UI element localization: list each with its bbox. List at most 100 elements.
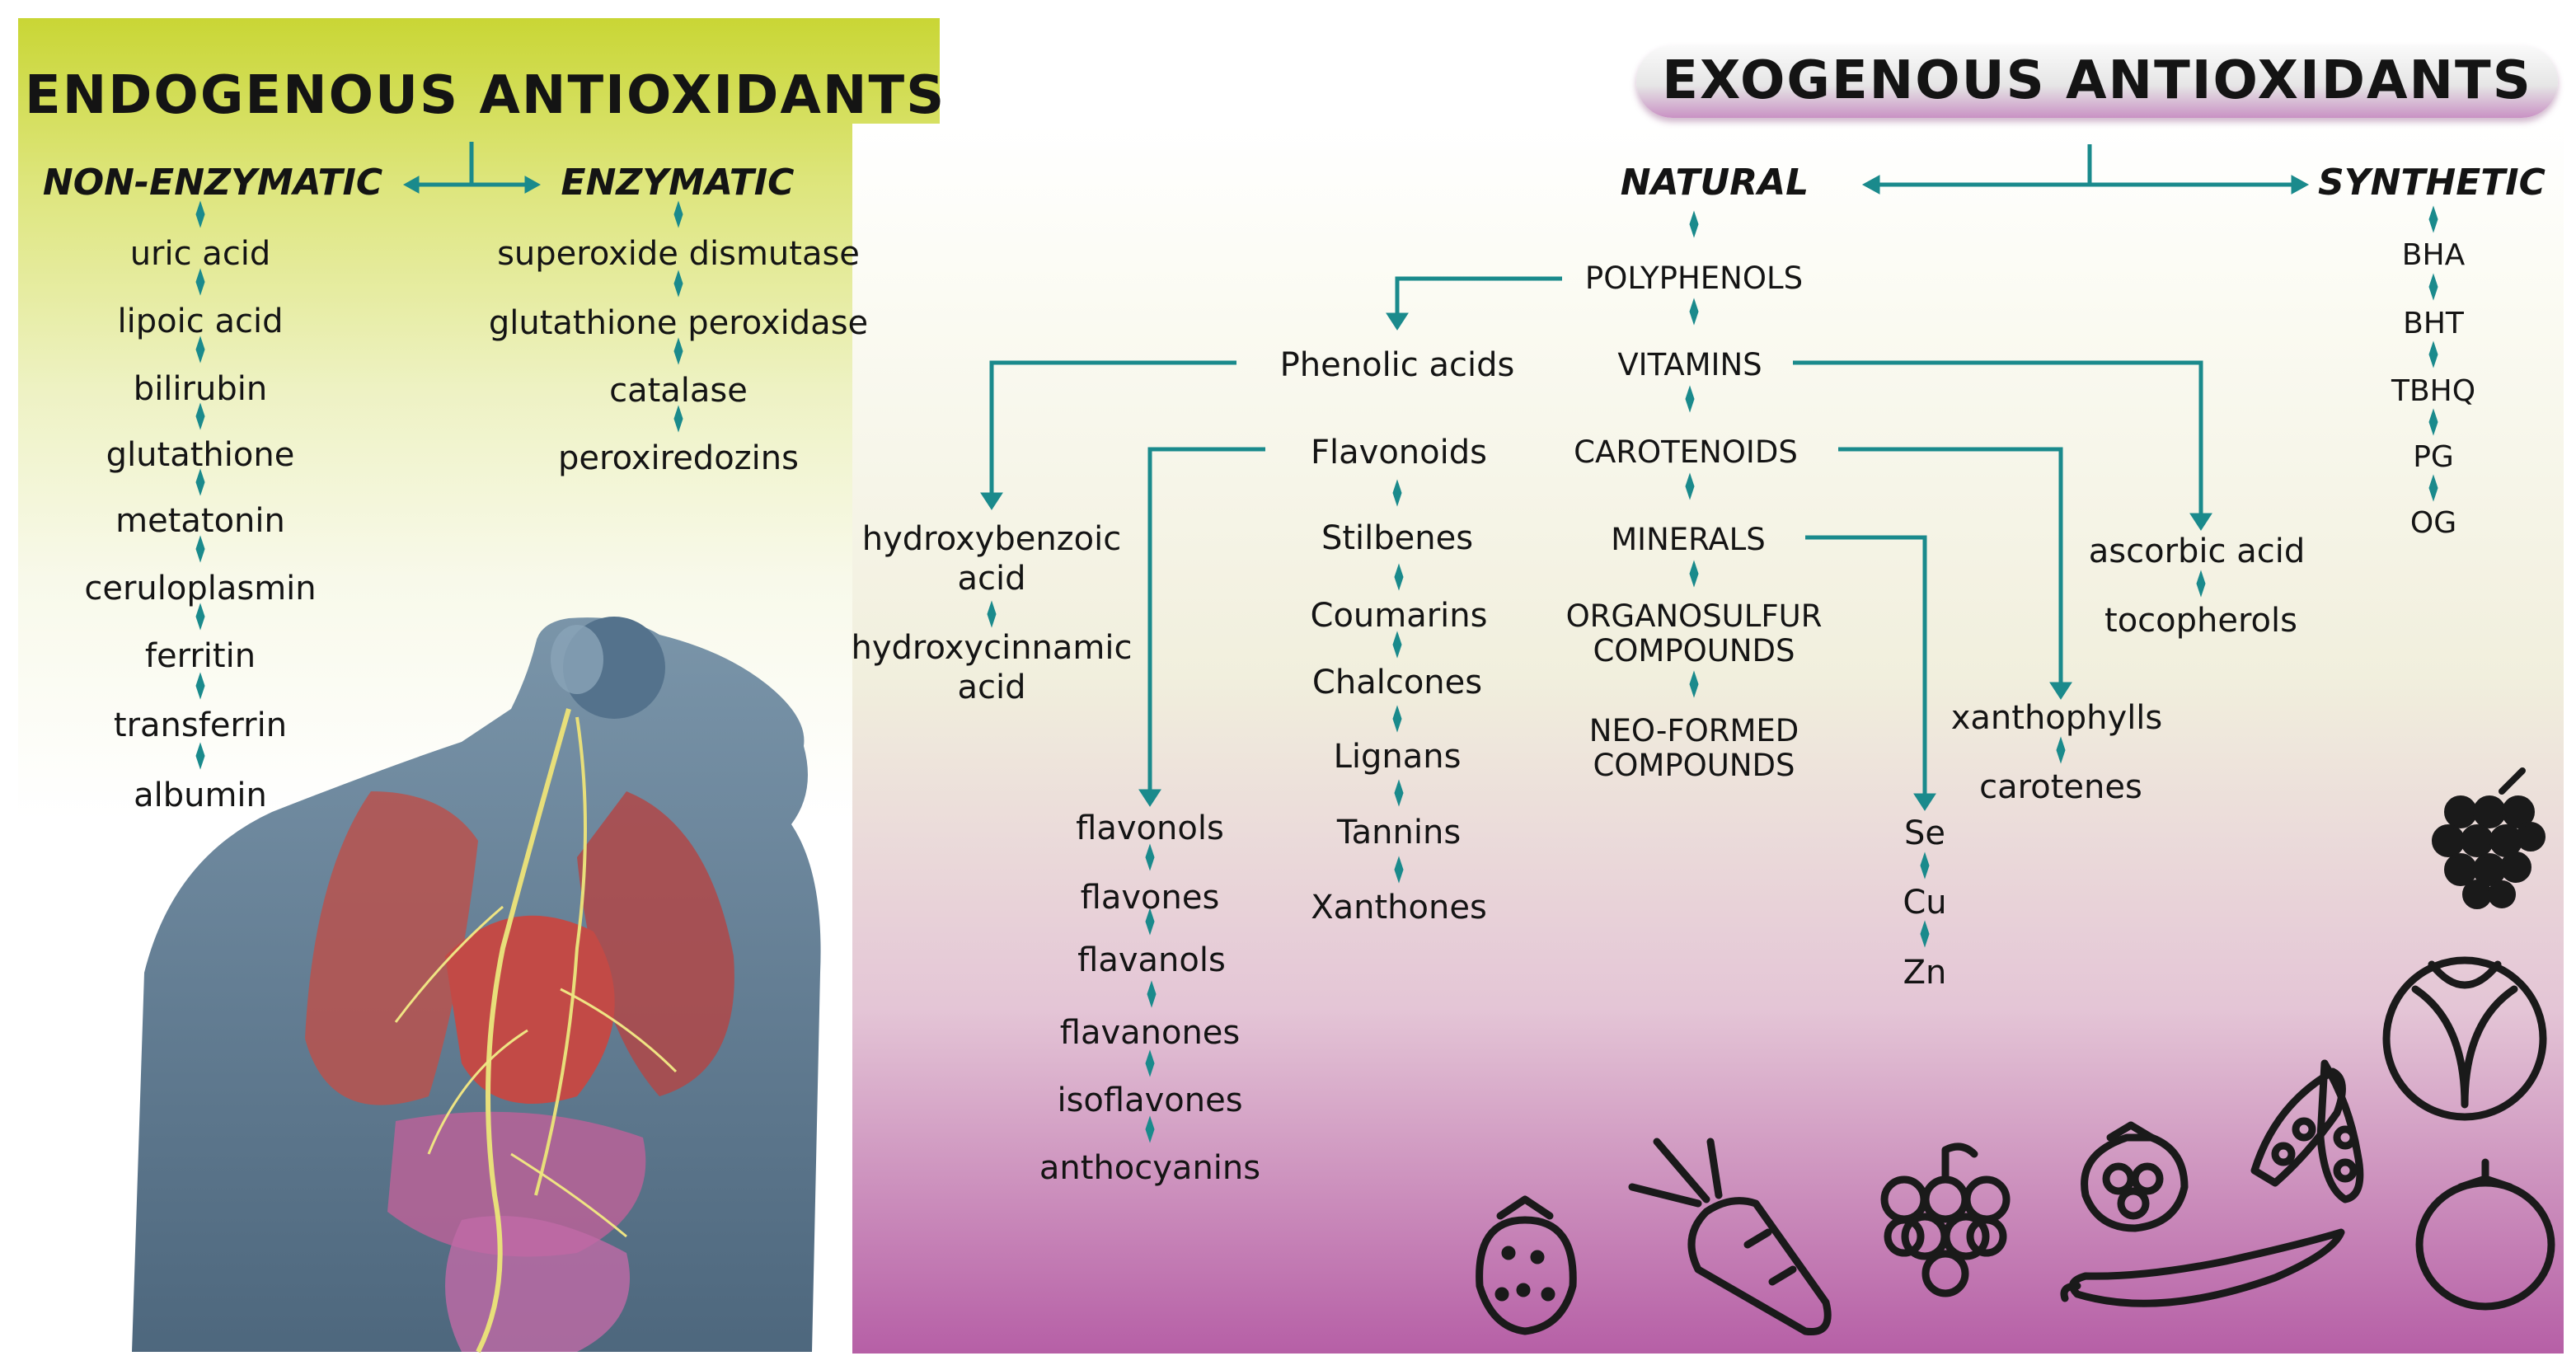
grapes-icon bbox=[1880, 1142, 2011, 1297]
list-item: tocopherols bbox=[2104, 602, 2297, 640]
connector-tick bbox=[1145, 1049, 1155, 1077]
list-item: carotenes bbox=[1979, 768, 2142, 806]
connector-tick bbox=[1394, 779, 1404, 807]
carotenoids-node: CAROTENOIDS bbox=[1574, 434, 1798, 470]
synthetic-label: SYNTHETIC bbox=[2318, 162, 2546, 204]
connector-tick bbox=[2196, 570, 2206, 598]
phenolic-acids-node: Phenolic acids bbox=[1279, 346, 1515, 384]
connector-tick bbox=[987, 600, 997, 628]
carrot-icon bbox=[1628, 1138, 1832, 1336]
connector-tick bbox=[195, 603, 205, 631]
connector-tick bbox=[195, 402, 205, 430]
connector-tick bbox=[673, 337, 683, 365]
connector-tick bbox=[673, 405, 683, 433]
list-item: PG bbox=[2413, 440, 2454, 474]
connector-tick bbox=[1920, 852, 1930, 880]
connector-tick bbox=[2428, 340, 2438, 368]
connector-tick bbox=[1394, 856, 1404, 884]
connector-tick bbox=[1147, 980, 1157, 1008]
list-item: flavones bbox=[1080, 879, 1220, 917]
connector-tick bbox=[195, 742, 205, 770]
neo-formed-node: NEO-FORMED COMPOUNDS bbox=[1588, 713, 1799, 783]
connector-tick bbox=[2428, 205, 2438, 233]
connector-tick bbox=[2428, 474, 2438, 502]
list-item: peroxiredozins bbox=[558, 439, 799, 477]
list-item: glutathione peroxidase bbox=[488, 304, 869, 342]
list-item: Tannins bbox=[1336, 814, 1462, 852]
list-item: lipoic acid bbox=[117, 303, 284, 340]
list-item: Chalcones bbox=[1311, 664, 1483, 701]
list-item: Stilbenes bbox=[1321, 519, 1474, 557]
list-item: OG bbox=[2409, 506, 2457, 540]
list-item: anthocyanins bbox=[1039, 1149, 1261, 1187]
connector-tick bbox=[1392, 479, 1402, 507]
connector-tick bbox=[195, 335, 205, 364]
connector-tick bbox=[1689, 670, 1699, 698]
connector-tick bbox=[195, 672, 205, 700]
tomato-icon bbox=[2415, 1158, 2555, 1311]
connector-tick bbox=[1689, 298, 1699, 326]
list-item: Xanthones bbox=[1311, 889, 1487, 927]
minerals-node: MINERALS bbox=[1611, 522, 1766, 557]
connector-tick bbox=[1920, 920, 1930, 948]
chili-pepper-icon bbox=[2060, 1228, 2345, 1307]
connector-tick bbox=[2428, 273, 2438, 301]
connector-tick bbox=[1392, 631, 1402, 659]
connector-tick bbox=[1689, 560, 1699, 588]
list-item: hydroxybenzoic acid bbox=[861, 520, 1122, 598]
exogenous-title: EXOGENOUS ANTIOXIDANTS bbox=[1662, 50, 2532, 111]
list-item: ceruloplasmin bbox=[84, 570, 317, 608]
connector-tick bbox=[1689, 210, 1699, 238]
list-item: bilirubin bbox=[133, 370, 268, 408]
connector-tick bbox=[1145, 908, 1155, 936]
connector-tick bbox=[1145, 843, 1155, 871]
connector-tick bbox=[195, 535, 205, 563]
polyphenols-node: POLYPHENOLS bbox=[1584, 260, 1804, 296]
flavonoids-node: Flavonoids bbox=[1311, 434, 1487, 472]
list-item: flavonols bbox=[1076, 809, 1224, 847]
list-item: superoxide dismutase bbox=[497, 235, 860, 273]
connector-tick bbox=[1392, 705, 1402, 733]
vitamins-node: VITAMINS bbox=[1617, 347, 1762, 382]
endogenous-title: ENDOGENOUS ANTIOXIDANTS bbox=[25, 65, 946, 126]
list-item: xanthophylls bbox=[1950, 699, 2163, 737]
list-item: catalase bbox=[609, 372, 748, 410]
connector-tick bbox=[1394, 563, 1404, 591]
organosulfur-node: ORGANOSULFUR COMPOUNDS bbox=[1565, 598, 1823, 669]
connector-tick bbox=[195, 468, 205, 496]
list-item: Se bbox=[1904, 814, 1945, 852]
pea-pod-icon bbox=[2250, 1059, 2364, 1203]
raspberry-icon bbox=[2081, 1121, 2189, 1232]
blackberry-icon bbox=[2432, 767, 2546, 909]
connector-tick bbox=[1145, 1115, 1155, 1143]
list-item: Zn bbox=[1903, 954, 1947, 992]
list-item: ascorbic acid bbox=[2088, 533, 2306, 570]
natural-label: NATURAL bbox=[1620, 162, 1809, 204]
connector-tick bbox=[1685, 472, 1695, 500]
list-item: albumin bbox=[134, 776, 267, 814]
list-item: metatonin bbox=[115, 502, 285, 540]
non-enzymatic-label: NON-ENZYMATIC bbox=[42, 162, 383, 204]
cabbage-icon bbox=[2382, 956, 2547, 1121]
connector-tick bbox=[673, 270, 683, 298]
enzymatic-label: ENZYMATIC bbox=[561, 162, 795, 204]
strawberry-icon bbox=[1476, 1195, 1577, 1335]
list-item: glutathione bbox=[106, 436, 295, 474]
list-item: Lignans bbox=[1333, 738, 1462, 776]
list-item: BHA bbox=[2401, 238, 2466, 272]
list-item: transferrin bbox=[113, 706, 288, 744]
list-item: flavanones bbox=[1059, 1014, 1241, 1052]
list-item: hydroxycinnamic acid bbox=[851, 629, 1133, 706]
connector-tick bbox=[1685, 385, 1695, 413]
list-item: TBHQ bbox=[2391, 374, 2476, 408]
list-item: uric acid bbox=[129, 235, 271, 273]
exogenous-title-pill bbox=[1636, 45, 2558, 118]
connector-tick bbox=[195, 200, 205, 228]
list-item: flavanols bbox=[1077, 941, 1226, 979]
list-item: BHT bbox=[2403, 307, 2464, 340]
connector-tick bbox=[195, 268, 205, 296]
list-item: Cu bbox=[1903, 884, 1947, 922]
list-item: isoflavones bbox=[1057, 1081, 1243, 1119]
